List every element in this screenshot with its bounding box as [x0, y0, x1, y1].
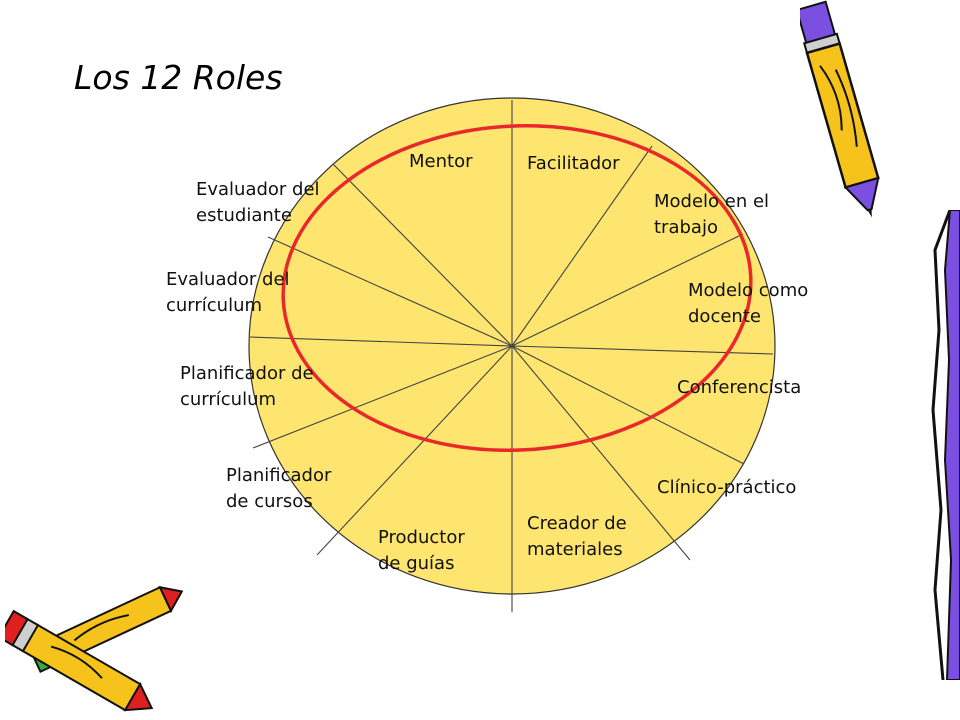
spoke — [332, 163, 513, 347]
wheel-spokes — [249, 100, 774, 612]
role-evaluador-del-estudiante: Evaluador del estudiante — [196, 179, 320, 226]
pencils-bottom-left-icon — [5, 585, 184, 712]
role-planificador-de-curriculum: Planificador de currículum — [180, 363, 314, 410]
role-clinico-practico: Clínico-práctico — [657, 477, 797, 498]
role-facilitador: Facilitador — [527, 153, 620, 174]
role-mentor: Mentor — [409, 151, 473, 172]
highlight-ring — [281, 124, 753, 452]
spoke — [252, 345, 513, 449]
role-conferencista: Conferencista — [677, 377, 802, 398]
role-creador-de-materiales: Creador de materiales — [527, 513, 627, 560]
page-title: Los 12 Roles — [74, 58, 283, 97]
role-modelo-en-el-trabajo: Modelo en el trabajo — [654, 191, 770, 238]
spoke — [316, 345, 513, 556]
spoke — [267, 236, 513, 347]
spoke — [511, 345, 691, 561]
pencil-right-edge-icon — [931, 210, 960, 680]
spoke — [511, 145, 653, 347]
spoke — [511, 345, 745, 465]
pencil-top-right-icon — [800, 0, 880, 218]
role-productor-de-guias: Productor de guías — [378, 527, 465, 574]
role-evaluador-del-curriculum: Evaluador del currículum — [166, 269, 290, 316]
spoke — [511, 233, 744, 347]
role-modelo-como-docente: Modelo como docente — [688, 280, 809, 327]
role-planificador-de-cursos: Planificador de cursos — [226, 465, 332, 512]
